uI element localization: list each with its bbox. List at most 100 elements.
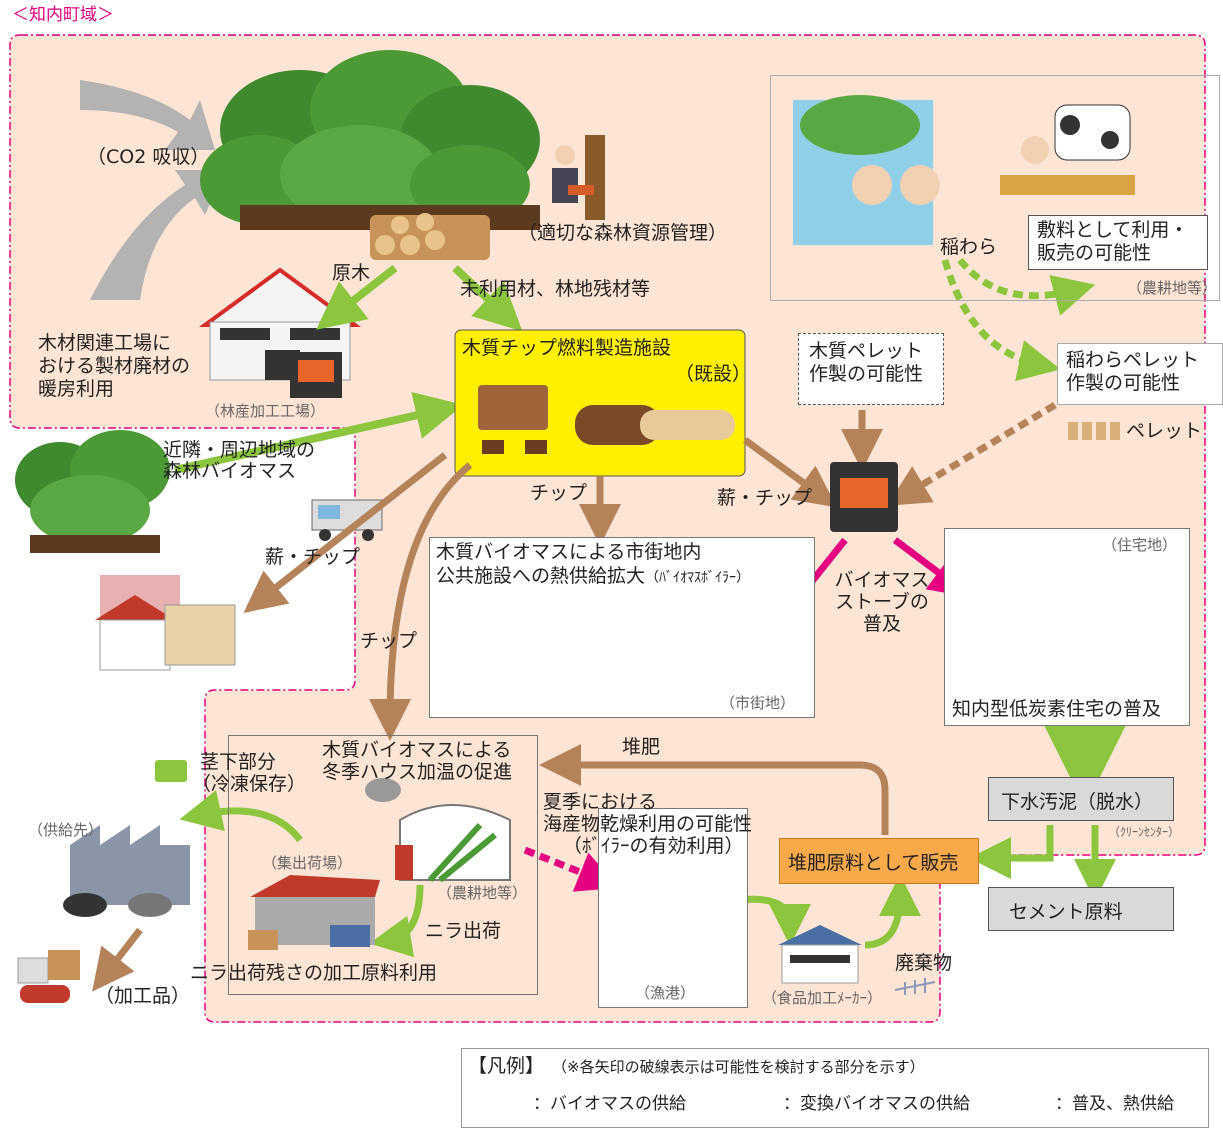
nira-ship-label: ニラ出荷 xyxy=(425,920,502,942)
cement-text: セメント原料 xyxy=(1009,901,1123,923)
straw-pellet-line: 作製の可能性 xyxy=(1066,371,1181,394)
sewage-text: 下水汚泥（脱水） xyxy=(1001,791,1154,813)
pellet-label: ペレット xyxy=(1126,420,1203,442)
houses-left xyxy=(95,575,236,671)
residential-title: 知内型低炭素住宅の普及 xyxy=(952,698,1162,720)
arrow-chip-long xyxy=(369,462,473,741)
nira-residue-label: ニラ出荷残さの加工原料利用 xyxy=(190,962,438,984)
summer-dry-line: 夏季における xyxy=(543,791,658,813)
arrow-nira-ship xyxy=(369,884,424,958)
stem-label: 茎下部分 （冷凍保存） xyxy=(192,751,307,796)
straw-pellet-box: 稲わらペレット 作製の可能性 xyxy=(1057,343,1223,405)
chip-down-label: チップ xyxy=(530,482,588,504)
forest-neighbor xyxy=(15,430,170,553)
warehouse-image xyxy=(248,875,380,950)
arrow-processed xyxy=(92,927,143,992)
factory-text-line: おける製材廃材の xyxy=(38,354,191,377)
legend-item-pink: ：普及、熱供給 xyxy=(1055,1094,1174,1114)
compost-label: 堆肥 xyxy=(622,736,661,758)
neighbor-line: 森林バイオマス xyxy=(163,459,297,482)
neighbor-line: 近隣・周辺地域の xyxy=(163,439,316,461)
farm-caption: （農耕地等） xyxy=(1127,279,1218,297)
legend-item-brown: ：変換バイオマスの供給 xyxy=(783,1094,970,1114)
factory-caption: （林産加工工場） xyxy=(205,402,326,420)
chip-images xyxy=(478,385,735,454)
chip-long-label: チップ xyxy=(360,630,418,652)
co2-label: （CO2 吸収） xyxy=(87,146,210,168)
arrow-fish-to-food xyxy=(739,895,811,946)
pellet-possible-box: 木質ペレット 作製の可能性 xyxy=(798,333,944,405)
farm-box xyxy=(770,75,1220,301)
cow-image xyxy=(1000,104,1135,195)
co2-arrow-top xyxy=(80,80,215,150)
arrow-compost xyxy=(539,744,889,835)
processed-label: （加工品） xyxy=(95,985,191,1007)
public-heat-line2: 公共施設への熱供給拡大（ﾊﾞｲｵﾏｽﾎﾞｲﾗｰ） xyxy=(436,565,750,588)
food-factory-image xyxy=(778,925,862,984)
factory-text-line: 暖房利用 xyxy=(38,377,115,400)
stem-line: （冷凍保存） xyxy=(192,772,307,795)
arrow-sewage-to-compost xyxy=(969,825,1054,879)
arrow-straw-pellet xyxy=(941,259,1061,382)
lumber-factory xyxy=(198,267,362,398)
bedding-box: 敷料として利用・ 販売の可能性 xyxy=(1028,215,1208,270)
clean-center-label: （ｸﾘｰﾝｾﾝﾀｰ） xyxy=(1108,825,1181,839)
lumberjack xyxy=(552,135,605,220)
winter-house-line: 冬季ハウス加温の促進 xyxy=(322,760,513,783)
co2-arrow-bottom xyxy=(90,170,225,300)
wood-stove xyxy=(830,462,898,532)
arrow-firewood-right xyxy=(742,437,837,508)
rice-straw-label: 稲わら xyxy=(940,236,998,258)
bedding-line: 敷料として利用・ xyxy=(1037,219,1189,241)
forest-main xyxy=(200,50,540,230)
firewood-chip-left-label: 薪・チップ xyxy=(265,546,361,568)
nira-bundle-image xyxy=(155,760,187,782)
stove-spread-line: ストーブの xyxy=(835,590,929,613)
stove-spread-line: バイオマス xyxy=(834,569,930,591)
public-heat-line2-text: 公共施設への熱供給拡大 xyxy=(436,565,646,587)
bedding-line: 販売の可能性 xyxy=(1037,241,1152,264)
factory-text: 木材関連工場に おける製材廃材の 暖房利用 xyxy=(38,332,190,400)
legend-title: 【凡例】 xyxy=(468,1055,545,1077)
raw-wood-label: 原木 xyxy=(332,262,371,284)
chip-facility-title: 木質チップ燃料製造施設 xyxy=(462,337,672,359)
compost-sale-text: 堆肥原料として販売 xyxy=(788,852,959,874)
legend-item-green: ：バイオマスの供給 xyxy=(533,1094,686,1114)
legend-note: （※各矢印の破線表示は可能性を検討する部分を示す） xyxy=(552,1058,925,1076)
stem-line: 茎下部分 xyxy=(200,751,277,773)
winter-house-label: 木質バイオマスによる 冬季ハウス加温の促進 xyxy=(322,739,513,784)
public-heat-caption: （市街地） xyxy=(720,694,796,712)
food-maker-caption: （食品加工ﾒｰｶｰ） xyxy=(762,989,883,1007)
summer-dry-line: （ﾎﾞｲﾗｰの有効利用） xyxy=(563,834,744,857)
farm-caption-2: （農耕地等） xyxy=(437,884,528,902)
summer-dry-label: 夏季における 海産物乾燥利用の可能性 （ﾎﾞｲﾗｰの有効利用） xyxy=(543,791,753,858)
compost-sale-box: 堆肥原料として販売 xyxy=(779,838,979,884)
public-heat-line2-small: （ﾊﾞｲｵﾏｽﾎﾞｲﾗｰ） xyxy=(645,570,751,586)
supply-dest-caption: （供給先） xyxy=(28,821,104,839)
fish-bone-image xyxy=(894,978,936,995)
sewage-box: 下水汚泥（脱水） xyxy=(988,777,1174,821)
chip-facility-note: （既設） xyxy=(675,363,752,385)
cement-box: セメント原料 xyxy=(988,887,1174,931)
pellet-image xyxy=(1068,422,1120,440)
public-heat-box xyxy=(429,537,815,718)
processed-food-image xyxy=(17,950,80,1003)
arrow-summer-dry xyxy=(523,846,620,892)
unused-wood-label: 未利用材、林地残材等 xyxy=(460,278,651,300)
public-heat-line1: 木質バイオマスによる市街地内 xyxy=(436,541,702,563)
factory-text-line: 木材関連工場に xyxy=(38,332,172,354)
fishing-port-box xyxy=(598,808,748,1008)
fishing-caption: （漁港） xyxy=(635,984,696,1002)
arrow-stem xyxy=(179,790,303,843)
shipping-site-caption: （集出荷場） xyxy=(262,854,353,872)
arrow-firewood-left xyxy=(243,452,448,613)
factory-left-image xyxy=(63,825,190,917)
arrow-neighbor xyxy=(174,391,464,474)
greenhouse-image xyxy=(365,778,511,883)
pellet-possible-line: 木質ペレット xyxy=(809,340,924,362)
neighbor-biomass-label: 近隣・周辺地域の 森林バイオマス xyxy=(163,440,315,482)
summer-dry-line: 海産物乾燥利用の可能性 xyxy=(543,812,753,835)
nira-box xyxy=(228,735,538,995)
pellet-possible-line: 作製の可能性 xyxy=(809,362,924,385)
firewood-chip-right-label: 薪・チップ xyxy=(717,487,813,509)
